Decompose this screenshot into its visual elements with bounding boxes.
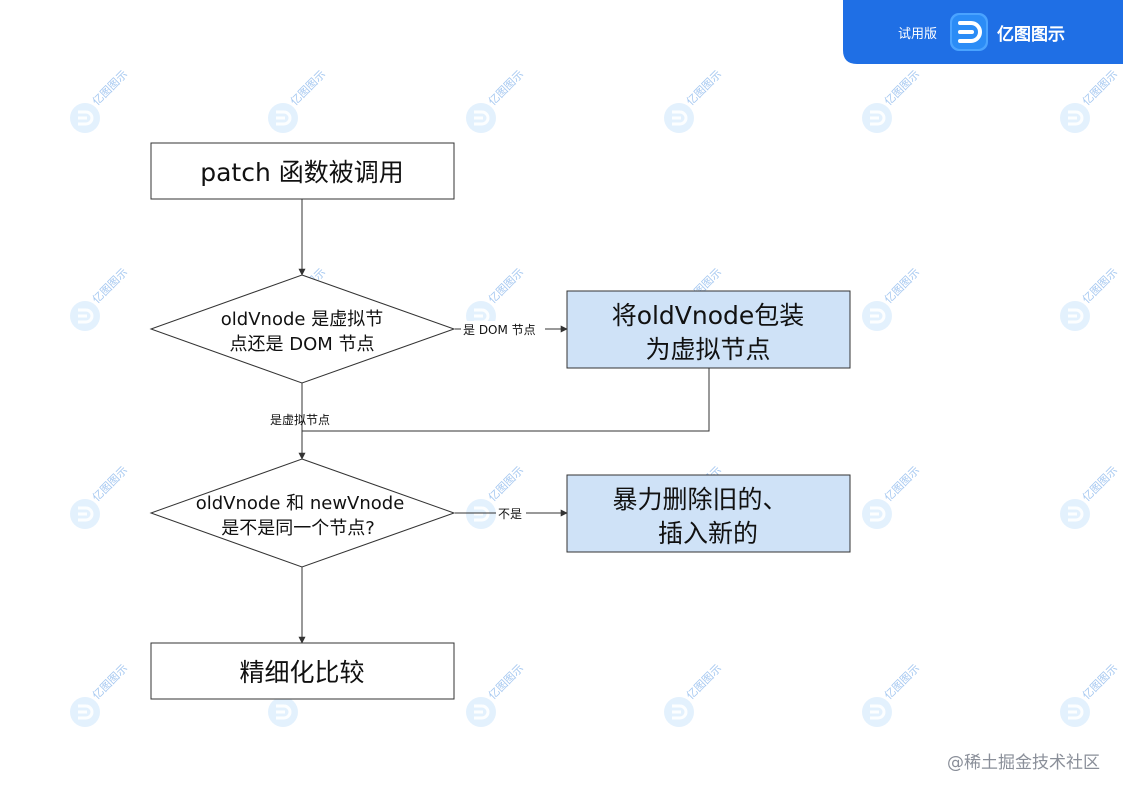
edge-label-is-virtual: 是虚拟节点 [270, 413, 330, 427]
edge-label-bg [496, 505, 526, 521]
node-wrap-vnode[interactable]: 将oldVnode包装 为虚拟节点 [566, 290, 851, 369]
watermark-text: 亿图图示 [882, 464, 922, 504]
watermark-text: 亿图图示 [684, 68, 724, 108]
watermark-mark: 亿图图示 [860, 266, 922, 333]
watermark-text: 亿图图示 [882, 662, 922, 702]
watermark-mark: 亿图图示 [266, 68, 328, 135]
edraw-watermark-icon [464, 497, 498, 531]
node-replace-line1: 暴力删除旧的、 [612, 485, 787, 514]
watermark-mark: 亿图图示 [68, 266, 130, 333]
edraw-watermark-icon [1058, 695, 1092, 729]
edraw-watermark-icon [662, 695, 696, 729]
edraw-watermark-icon [464, 101, 498, 135]
edraw-watermark-icon [68, 497, 102, 531]
edraw-watermark-icon [68, 695, 102, 729]
watermark-text: 亿图图示 [90, 68, 130, 108]
watermark-mark: 亿图图示 [68, 464, 130, 531]
node-decision-vnode-type[interactable]: oldVnode 是虚拟节 点还是 DOM 节点 [149, 274, 456, 384]
watermark-mark: 亿图图示 [68, 662, 130, 729]
watermark-text: 亿图图示 [90, 464, 130, 504]
watermark-mark: 亿图图示 [1058, 68, 1120, 135]
watermark-mark: 亿图图示 [1058, 464, 1120, 531]
node-replace-line2: 插入新的 [658, 519, 758, 548]
edraw-watermark-icon [860, 497, 894, 531]
watermark-mark: 亿图图示 [68, 68, 130, 135]
watermark-text: 亿图图示 [882, 68, 922, 108]
node-replace[interactable]: 暴力删除旧的、 插入新的 [566, 474, 851, 553]
edge-label-is-dom: 是 DOM 节点 [463, 323, 536, 337]
watermark-text: 亿图图示 [486, 68, 526, 108]
watermark-text: 亿图图示 [90, 266, 130, 306]
edraw-watermark-icon [860, 101, 894, 135]
edraw-watermark-icon [464, 695, 498, 729]
watermark-mark: 亿图图示 [464, 68, 526, 135]
watermark-text: 亿图图示 [486, 266, 526, 306]
edge-label-bg [461, 321, 545, 337]
brand-name: 亿图图示 [997, 24, 1065, 45]
watermark-mark: 亿图图示 [860, 662, 922, 729]
edraw-watermark-icon [662, 101, 696, 135]
watermark-mark: 亿图图示 [1058, 266, 1120, 333]
node-decision-same-node[interactable]: oldVnode 和 newVnode 是不是同一个节点? [149, 458, 456, 568]
node-start[interactable]: patch 函数被调用 [150, 142, 455, 200]
watermark-mark: 亿图图示 [662, 68, 724, 135]
watermark-mark: 亿图图示 [860, 68, 922, 135]
edraw-watermark-icon [860, 695, 894, 729]
edraw-watermark-icon [266, 101, 300, 135]
watermark-text: 亿图图示 [90, 662, 130, 702]
node-start-label: patch 函数被调用 [200, 158, 404, 187]
edraw-watermark-icon [68, 299, 102, 333]
edraw-watermark-icon [1058, 299, 1092, 333]
node-refine-label: 精细化比较 [239, 658, 364, 687]
watermark-text: 亿图图示 [288, 68, 328, 108]
watermark-mark: 亿图图示 [662, 662, 724, 729]
node-wrap-vnode-line1: 将oldVnode包装 [612, 301, 805, 330]
watermark-text: 亿图图示 [486, 662, 526, 702]
edraw-watermark-icon [68, 101, 102, 135]
watermark-text: 亿图图示 [684, 662, 724, 702]
node-refine[interactable]: 精细化比较 [150, 642, 455, 700]
watermark-text: 亿图图示 [486, 464, 526, 504]
watermark-mark: 亿图图示 [464, 662, 526, 729]
connectors [298, 199, 710, 644]
watermark-text: 亿图图示 [1080, 266, 1120, 306]
edraw-logo-icon [950, 13, 988, 51]
trial-label: 试用版 [898, 27, 937, 42]
brand-badge[interactable]: 试用版 亿图图示 [843, 0, 1123, 64]
edraw-watermark-icon [860, 299, 894, 333]
edraw-watermark-icon [266, 695, 300, 729]
watermark-mark: 亿图图示 [1058, 662, 1120, 729]
footer-credit: @稀土掘金技术社区 [947, 753, 1100, 773]
watermark-text: 亿图图示 [1080, 464, 1120, 504]
watermark-mark: 亿图图示 [860, 464, 922, 531]
edraw-watermark-icon [1058, 101, 1092, 135]
watermark-text: 亿图图示 [1080, 68, 1120, 108]
node-wrap-vnode-line2: 为虚拟节点 [645, 335, 770, 364]
edge-wrap-to-merge [302, 368, 710, 432]
node-decision-same-node-line2: 是不是同一个节点? [221, 518, 375, 539]
node-decision-same-node-line1: oldVnode 和 newVnode [196, 493, 405, 514]
edge-label-not-same: 不是 [498, 507, 522, 521]
watermark-text: 亿图图示 [1080, 662, 1120, 702]
node-decision-vnode-type-line2: 点还是 DOM 节点 [229, 334, 374, 355]
edraw-watermark-icon [1058, 497, 1092, 531]
watermark-text: 亿图图示 [882, 266, 922, 306]
node-decision-vnode-type-line1: oldVnode 是虚拟节 [221, 309, 383, 330]
